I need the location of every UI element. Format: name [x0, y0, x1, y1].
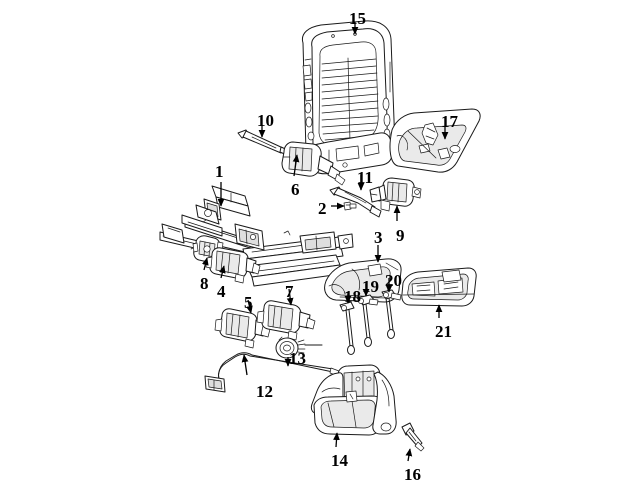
callout-number-17: 17	[441, 112, 458, 131]
callout-number-18: 18	[344, 287, 361, 306]
part-1-seat-adjuster-track-assembly	[159, 185, 354, 287]
part-18-adjuster-link-rod-left	[339, 301, 355, 355]
callout-number-7: 7	[285, 282, 294, 301]
callout-number-4: 4	[217, 282, 226, 301]
callout-leader-7	[286, 288, 294, 306]
part-9-lumbar-pump-motor	[369, 177, 422, 212]
callout-number-6: 6	[291, 180, 300, 199]
callout-leader-8	[202, 257, 209, 271]
callout-number-13: 13	[289, 349, 306, 368]
part-20-adjuster-link-rod-right	[381, 289, 402, 339]
part-11-drive-cable-long	[329, 186, 382, 218]
part-2-bolt	[343, 201, 357, 211]
part-3-seat-side-trim-panel	[324, 258, 402, 303]
part-10-drive-cable-short	[237, 129, 291, 157]
part-21-seat-switch-control-panel	[401, 267, 477, 307]
callout-number-19: 19	[362, 277, 379, 296]
callout-number-10: 10	[257, 111, 274, 130]
callout-leader-lines	[202, 22, 449, 462]
part-16-mounting-bolt	[401, 422, 425, 452]
part-15-seat-back-frame	[301, 20, 395, 175]
callout-leader-16	[405, 448, 413, 462]
callout-leader-12	[241, 354, 249, 376]
callout-number-12: 12	[256, 382, 273, 401]
part-19-adjuster-link-rod-center	[356, 294, 379, 347]
part-7-tilt-motor	[256, 300, 316, 341]
callout-number-8: 8	[200, 274, 209, 293]
callout-leader-14	[333, 432, 340, 448]
callout-number-11: 11	[357, 168, 374, 187]
callout-number-20: 20	[385, 271, 402, 290]
callout-number-2: 2	[318, 199, 327, 218]
callout-number-5: 5	[244, 293, 253, 312]
callout-number-16: 16	[404, 465, 421, 484]
part-5-height-adjuster-motor	[214, 308, 271, 349]
callout-leader-4	[219, 265, 226, 279]
callout-leader-5	[246, 299, 253, 314]
callout-number-14: 14	[331, 451, 348, 470]
part-17-seat-back-trim-cover	[389, 108, 481, 173]
callout-number-15: 15	[349, 9, 366, 28]
part-12-torsion-stabilizer-rod	[204, 352, 340, 393]
callout-number-1: 1	[215, 162, 224, 181]
callout-number-21: 21	[435, 322, 452, 341]
callout-number-9: 9	[396, 226, 405, 245]
part-6-horizontal-drive-motor	[281, 141, 346, 186]
callout-number-3: 3	[374, 228, 383, 247]
callout-leader-6	[292, 154, 300, 177]
part-13-spring-coil-assembly	[275, 336, 323, 359]
part-14-seat-cushion-frame	[310, 364, 397, 436]
